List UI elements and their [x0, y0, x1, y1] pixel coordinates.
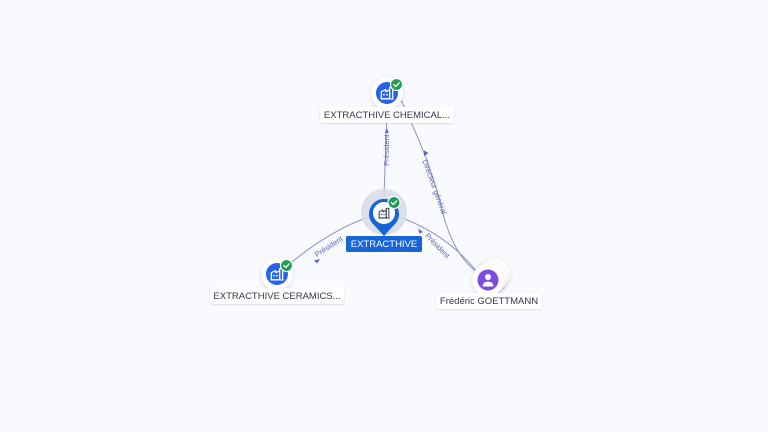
node-label: EXTRACTHIVE — [351, 239, 418, 250]
edge-arrow — [384, 128, 389, 133]
node-label: Frédéric GOETTMANN — [440, 296, 538, 307]
edge-label-president: Président — [382, 133, 391, 166]
node-label-box — [320, 107, 454, 123]
edge-arrow — [424, 150, 429, 156]
node-label-box — [436, 293, 542, 309]
node-extracthive-ceramics[interactable]: EXTRACTHIVE CERAMICS... — [210, 258, 344, 304]
verified-icon — [389, 77, 404, 92]
node-label: EXTRACTHIVE CHEMICAL... — [324, 110, 450, 121]
person-icon — [482, 274, 494, 287]
node-frederic-goettmann[interactable]: Frédéric GOETTMANN — [436, 258, 542, 309]
edge-arrow — [314, 259, 320, 264]
edge-label-president: Président — [313, 234, 345, 259]
verified-icon — [387, 195, 401, 210]
edge-arrow — [418, 228, 423, 234]
edge-main-chemicals[interactable]: Président — [382, 111, 391, 197]
edge-label-directeur-general: Directeur général — [420, 158, 448, 215]
node-extracthive-main[interactable]: EXTRACTHIVE — [346, 189, 422, 252]
node-label-box — [346, 236, 422, 252]
node-label-box — [210, 288, 344, 304]
node-label: EXTRACTHIVE CERAMICS... — [213, 291, 340, 302]
node-extracthive-chemicals[interactable]: EXTRACTHIVE CHEMICAL... — [320, 77, 454, 123]
verified-icon — [279, 258, 294, 273]
